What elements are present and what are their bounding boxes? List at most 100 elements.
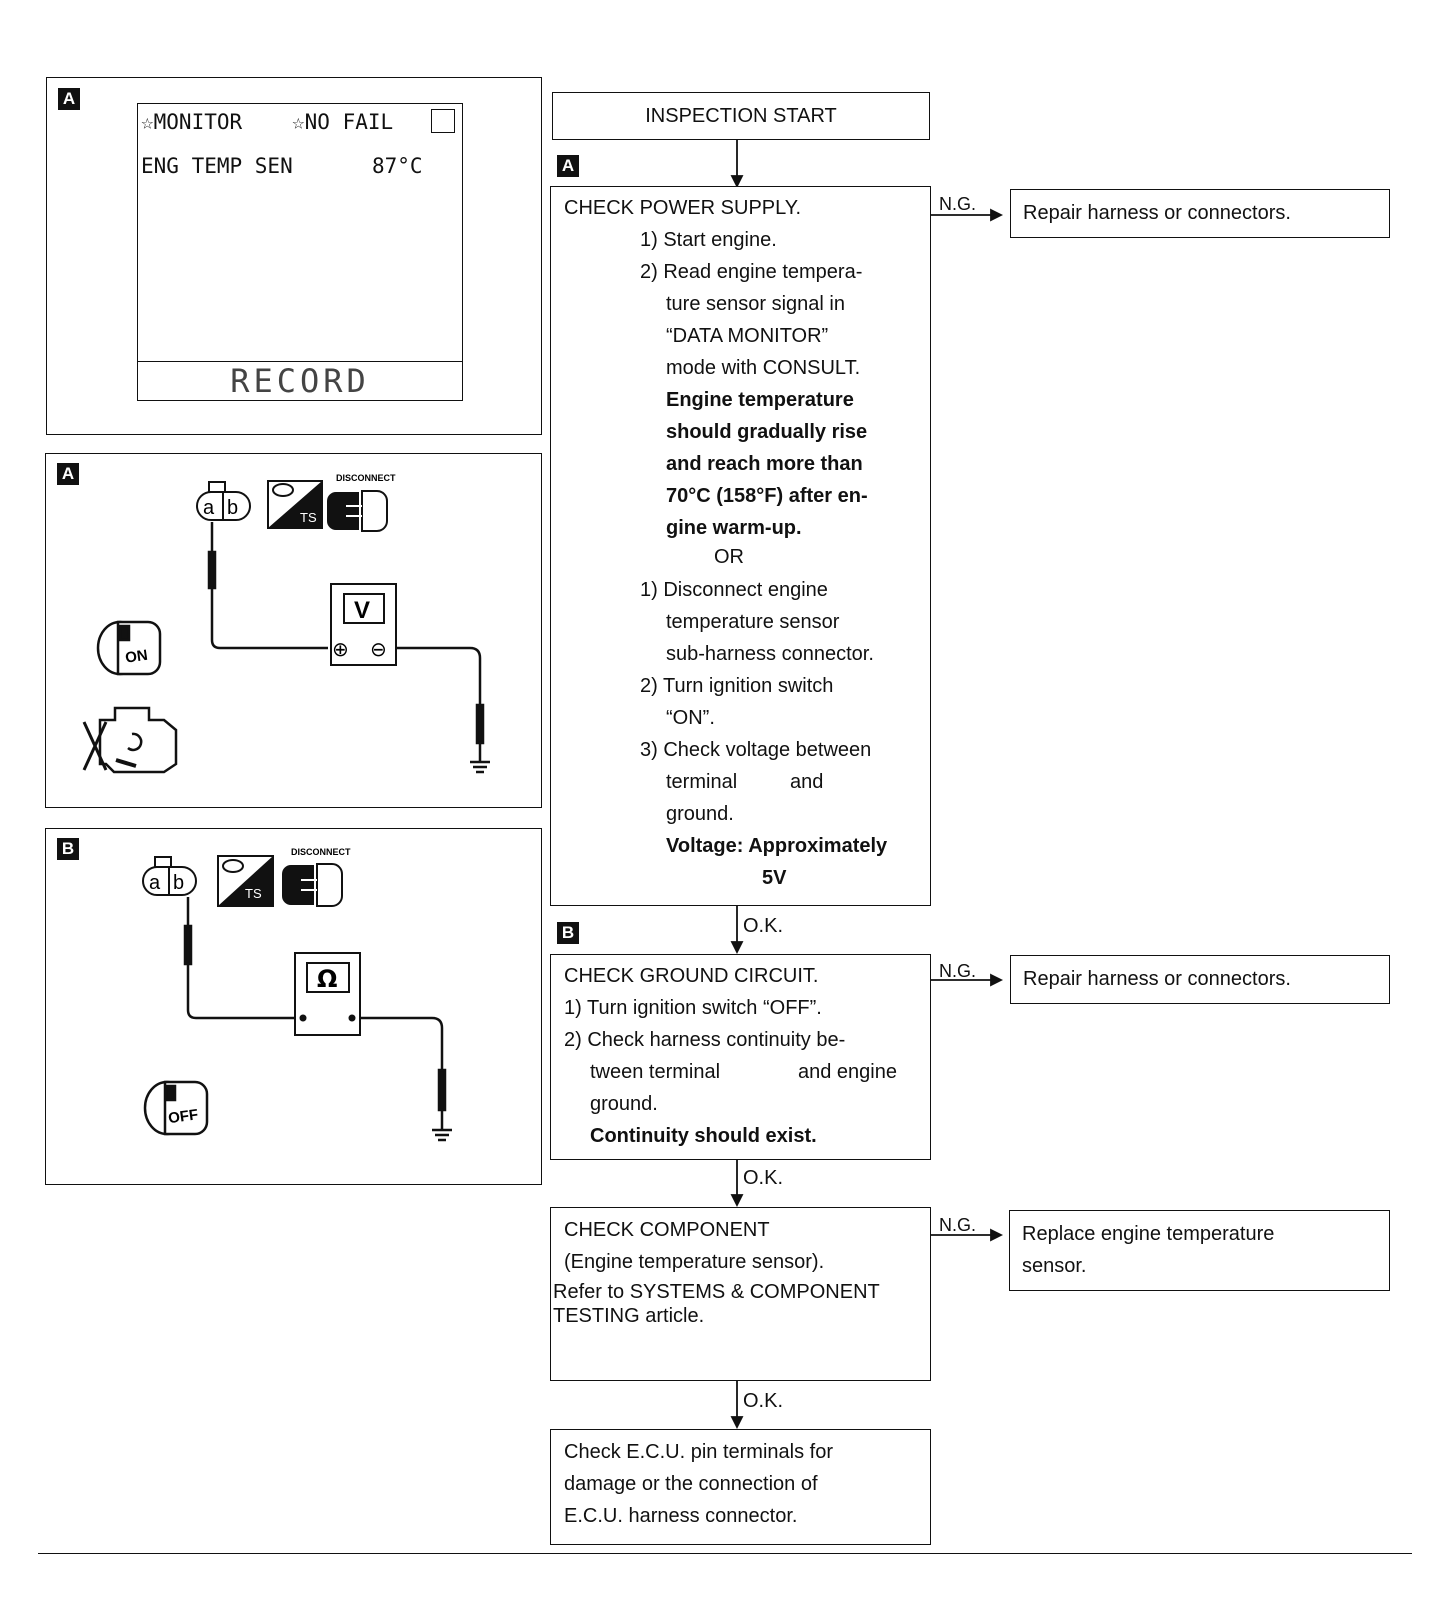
step2-line: and engine <box>798 1061 897 1083</box>
step1-line: “DATA MONITOR” <box>666 325 829 347</box>
ng-result-box <box>1010 189 1390 238</box>
step2-line: 2) Check harness continuity be- <box>564 1029 846 1051</box>
plus-terminal: ⊕ <box>332 637 349 661</box>
voltmeter-symbol: V <box>354 597 370 624</box>
step1-voltage-spec: Voltage: Approximately <box>666 835 888 857</box>
panel-tag-b: B <box>57 838 79 860</box>
minus-terminal: ⊖ <box>370 637 387 661</box>
ng-label: N.G. <box>939 961 977 981</box>
disconnect-label: DISCONNECT <box>291 847 351 857</box>
step1-alt-line: “ON”. <box>666 707 715 729</box>
ts-icon <box>267 480 323 529</box>
connector-icon <box>196 481 251 521</box>
step1-alt-line: 3) Check voltage between <box>640 739 872 761</box>
ts-label: TS <box>245 886 262 901</box>
ng-result-box <box>1009 1210 1390 1291</box>
eng-temp-value: 87°C <box>372 154 423 178</box>
record-button <box>137 361 463 401</box>
step1-spec: should gradually rise <box>666 421 868 443</box>
connector-icon <box>142 856 197 896</box>
page-bottom-rule <box>38 1553 1412 1554</box>
step4-line: E.C.U. harness connector. <box>564 1505 798 1527</box>
step1-line: 2) Read engine tempera- <box>640 261 863 283</box>
ng-result-text: Replace engine temperature <box>1022 1223 1275 1245</box>
ohmmeter-leads <box>183 897 452 1142</box>
step1-line: ture sensor signal in <box>666 293 845 315</box>
ohmmeter-icon <box>294 952 361 1036</box>
or-label: OR <box>714 546 744 568</box>
monitor-label: ☆MONITOR <box>141 110 243 134</box>
step1-alt-line: 1) Disconnect engine <box>640 579 828 601</box>
ts-icon <box>217 855 274 907</box>
ignition-key-off-icon <box>143 1080 209 1136</box>
ng-result-box <box>1010 955 1390 1004</box>
inspection-start-box <box>552 92 930 140</box>
ignition-key-on-icon <box>96 620 162 676</box>
step-tag-a: A <box>557 155 579 177</box>
connector-a-label: a <box>149 872 161 894</box>
step2-line: 1) Turn ignition switch “OFF”. <box>564 997 822 1019</box>
ok-label: O.K. <box>743 1167 784 1189</box>
record-label: RECORD <box>230 362 370 400</box>
voltmeter-leads <box>207 522 490 774</box>
panel-tag-a: A <box>57 463 79 485</box>
flow-connectors <box>730 139 1004 1430</box>
step2-title: CHECK GROUND CIRCUIT. <box>564 965 819 987</box>
step1-title: CHECK POWER SUPPLY. <box>564 197 802 219</box>
step4-line: damage or the connection of <box>564 1473 818 1495</box>
step2-spec: Continuity should exist. <box>590 1125 817 1147</box>
disconnect-label: DISCONNECT <box>336 473 396 483</box>
check-ground-circuit-box <box>550 954 931 1160</box>
ignition-on-label: ON <box>124 647 149 667</box>
step1-spec: gine warm-up. <box>666 517 802 539</box>
step1-alt-line: temperature sensor <box>666 611 840 633</box>
step1-voltage-spec: 5V <box>762 867 787 889</box>
inspection-start-label: INSPECTION START <box>645 105 837 127</box>
ng-result-text: sensor. <box>1022 1255 1087 1277</box>
ignition-off-label: OFF <box>167 1106 199 1127</box>
connector-b-label: b <box>227 497 238 519</box>
step2-line: tween terminal <box>590 1061 721 1083</box>
step1-alt-line: terminal <box>666 771 738 793</box>
screen-checkbox <box>431 109 455 133</box>
step1-line: mode with CONSULT. <box>666 357 861 379</box>
check-ecu-box <box>550 1429 931 1545</box>
check-power-supply-box <box>550 186 931 906</box>
engine-off-icon <box>82 706 178 774</box>
step1-alt-line: and <box>790 771 824 793</box>
step2-line: ground. <box>590 1093 658 1115</box>
step1-spec: and reach more than <box>666 453 863 475</box>
no-fail-label: ☆NO FAIL <box>292 110 394 134</box>
step3-line: (Engine temperature sensor). <box>564 1251 825 1273</box>
step4-line: Check E.C.U. pin terminals for <box>564 1441 833 1463</box>
ok-label: O.K. <box>743 1390 784 1412</box>
ohmmeter-symbol: Ω <box>317 965 337 993</box>
disconnect-connector-icon <box>282 863 343 907</box>
step3-ref: TESTING article. <box>553 1305 705 1327</box>
step3-ref: Refer to SYSTEMS & COMPONENT <box>553 1281 880 1303</box>
step-tag-b: B <box>557 922 579 944</box>
check-component-box <box>550 1207 931 1381</box>
step1-spec: Engine temperature <box>666 389 854 411</box>
ts-label: TS <box>300 510 317 525</box>
continuity-check-panel <box>45 828 542 1185</box>
ok-label: O.K. <box>743 915 784 937</box>
eng-temp-sen-label: ENG TEMP SEN <box>141 154 293 178</box>
step1-alt-line: ground. <box>666 803 734 825</box>
step1-line: 1) Start engine. <box>640 229 777 251</box>
disconnect-connector-icon <box>327 490 388 532</box>
voltmeter-icon <box>330 583 397 666</box>
step1-alt-line: 2) Turn ignition switch <box>640 675 834 697</box>
connector-a-label: a <box>203 497 215 519</box>
ng-label: N.G. <box>939 1215 977 1235</box>
panel-tag-a: A <box>58 88 80 110</box>
connector-b-label: b <box>173 872 184 894</box>
ng-result-text: Repair harness or connectors. <box>1023 968 1291 990</box>
step1-spec: 70°C (158°F) after en- <box>666 485 868 507</box>
ng-result-text: Repair harness or connectors. <box>1023 202 1291 224</box>
step3-title: CHECK COMPONENT <box>564 1219 770 1241</box>
step1-alt-line: sub-harness connector. <box>666 643 874 665</box>
ng-label: N.G. <box>939 194 977 214</box>
consult-screen <box>137 103 463 401</box>
